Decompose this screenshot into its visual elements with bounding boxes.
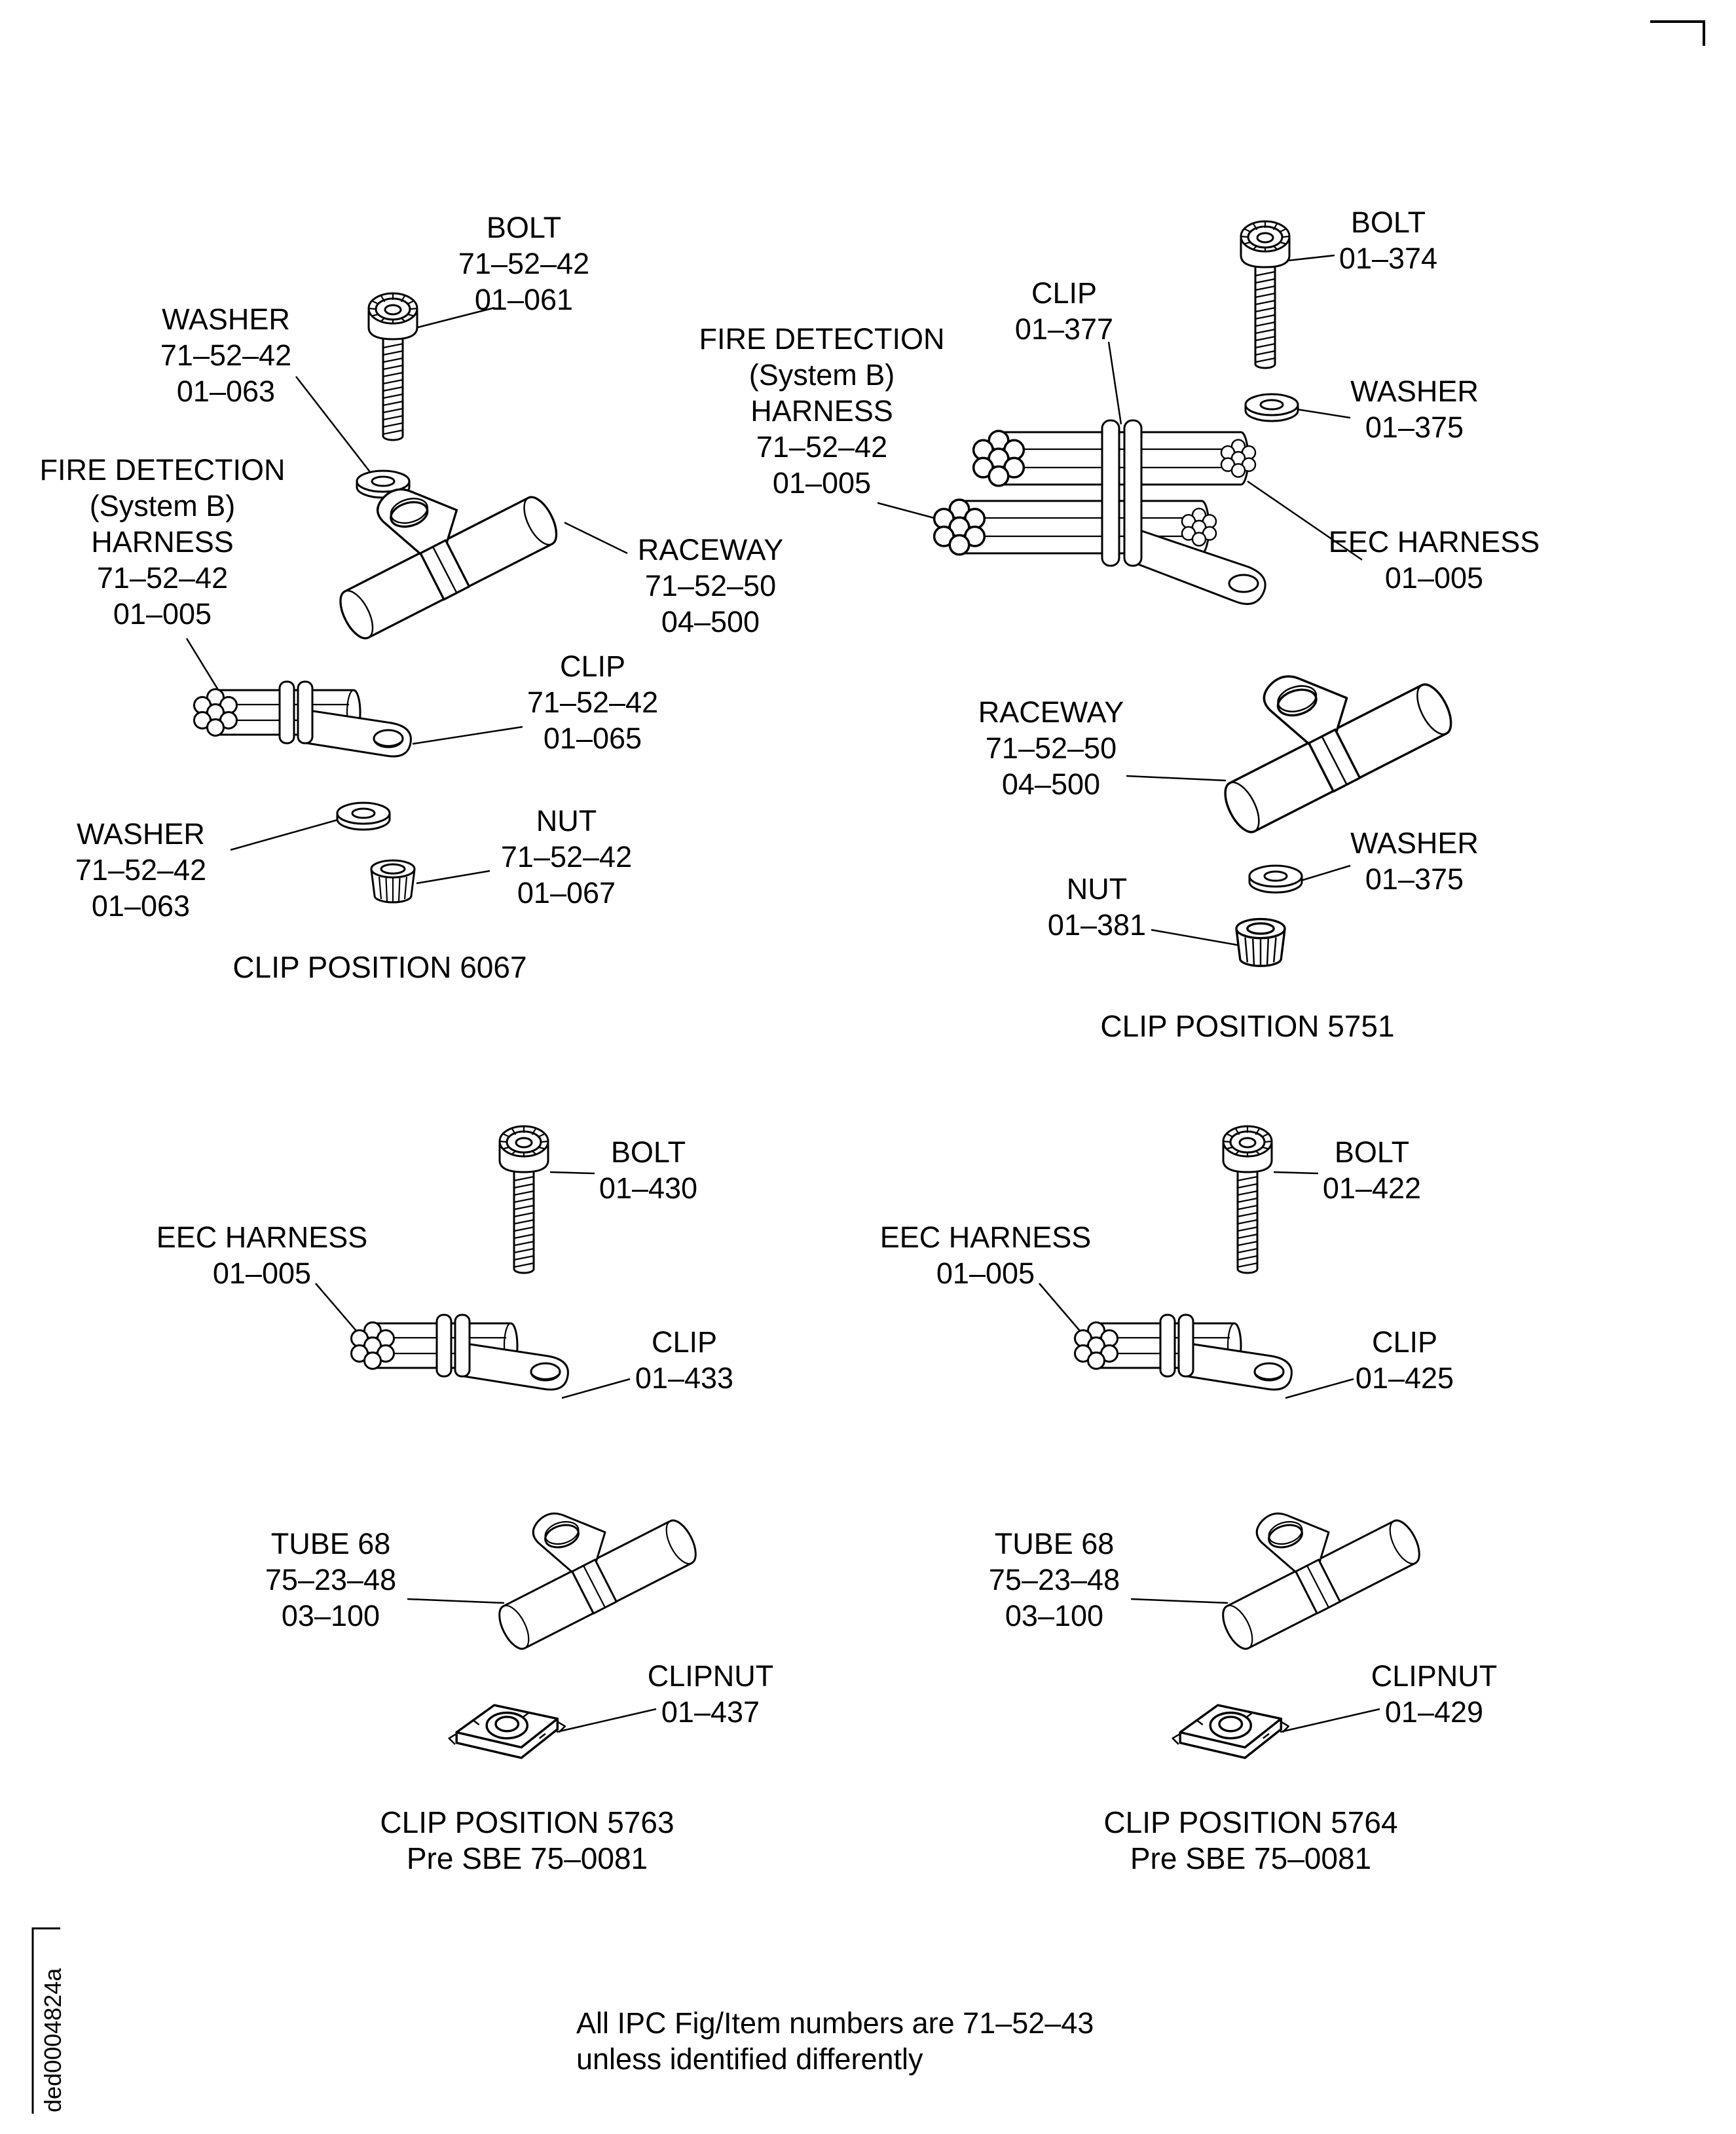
q2-clip-label: CLIP 01–377 — [1014, 276, 1114, 346]
q1-nut-label: NUT 71–52–42 01–067 — [500, 804, 633, 910]
q1-bolt-label: BOLT 71–52–42 01–061 — [458, 211, 590, 316]
q1-washer-bottom-drawing — [336, 801, 391, 831]
q4-clipnut-drawing — [1171, 1704, 1290, 1759]
q1-nut-drawing — [370, 859, 416, 904]
q3-clip-harness-drawing — [352, 1315, 568, 1389]
q4-caption: CLIP POSITION 5764 Pre SBE 75–0081 — [1103, 1805, 1398, 1875]
q2-clip-harness-drawing — [934, 420, 1265, 604]
q1-raceway-label: RACEWAY 71–52–50 04–500 — [637, 533, 784, 638]
q4-bolt-label: BOLT 01–422 — [1322, 1135, 1422, 1205]
q3-tube-label: TUBE 68 75–23–48 03–100 — [265, 1527, 397, 1632]
q4-clip-label: CLIP 01–425 — [1355, 1325, 1454, 1395]
q1-raceway-drawing — [333, 488, 564, 644]
q1-clip-label: CLIP 71–52–42 01–065 — [526, 650, 659, 755]
document-code: ded0004824a — [39, 1968, 66, 2112]
q4-clip-harness-drawing — [1075, 1315, 1292, 1389]
q1-washer-top-label: WASHER 71–52–42 01–063 — [160, 303, 292, 408]
q1-bolt-drawing — [367, 292, 418, 441]
q2-bolt-label: BOLT 01–374 — [1339, 206, 1438, 275]
q3-caption: CLIP POSITION 5763 Pre SBE 75–0081 — [380, 1805, 674, 1875]
margin-bracket — [31, 1927, 60, 2114]
q1-caption: CLIP POSITION 6067 — [232, 950, 527, 984]
footer-note: All IPC Fig/Item numbers are 71–52–43 un… — [576, 2006, 1094, 2076]
q2-washer-bottom-label: WASHER 01–375 — [1350, 826, 1479, 896]
q2-raceway-drawing — [1217, 675, 1459, 839]
q3-clipnut-label: CLIPNUT 01–437 — [647, 1659, 774, 1729]
q2-washer-top-label: WASHER 01–375 — [1350, 375, 1479, 444]
q2-caption: CLIP POSITION 5751 — [1100, 1009, 1395, 1043]
q4-tube-drawing — [1216, 1512, 1426, 1655]
q2-eec-harness-label: EEC HARNESS 01–005 — [1328, 525, 1540, 595]
q2-fire-detection-label: FIRE DETECTION (System B) HARNESS 71–52–… — [699, 322, 945, 500]
q2-washer-bottom-drawing — [1248, 864, 1303, 894]
q2-nut-drawing — [1235, 917, 1286, 967]
q2-raceway-label: RACEWAY 71–52–50 04–500 — [978, 695, 1124, 801]
q4-tube-label: TUBE 68 75–23–48 03–100 — [988, 1527, 1120, 1632]
q1-clip-harness-drawing — [194, 682, 411, 756]
q4-clipnut-label: CLIPNUT 01–429 — [1371, 1659, 1498, 1729]
q3-clipnut-drawing — [447, 1704, 566, 1759]
q3-tube-drawing — [492, 1512, 703, 1655]
q3-bolt-label: BOLT 01–430 — [599, 1135, 698, 1205]
q1-fire-detection-label: FIRE DETECTION (System B) HARNESS 71–52–… — [39, 453, 286, 631]
corner-crop-mark — [1650, 20, 1705, 46]
q3-eec-harness-label: EEC HARNESS 01–005 — [156, 1221, 368, 1290]
q3-bolt-drawing — [498, 1125, 549, 1274]
q2-washer-top-drawing — [1244, 393, 1299, 422]
q4-bolt-drawing — [1222, 1125, 1273, 1274]
q3-clip-label: CLIP 01–433 — [635, 1325, 734, 1395]
q2-bolt-drawing — [1240, 220, 1291, 369]
q1-washer-bottom-label: WASHER 71–52–42 01–063 — [75, 817, 207, 923]
q4-eec-harness-label: EEC HARNESS 01–005 — [879, 1221, 1092, 1290]
q2-nut-label: NUT 01–381 — [1047, 872, 1147, 942]
